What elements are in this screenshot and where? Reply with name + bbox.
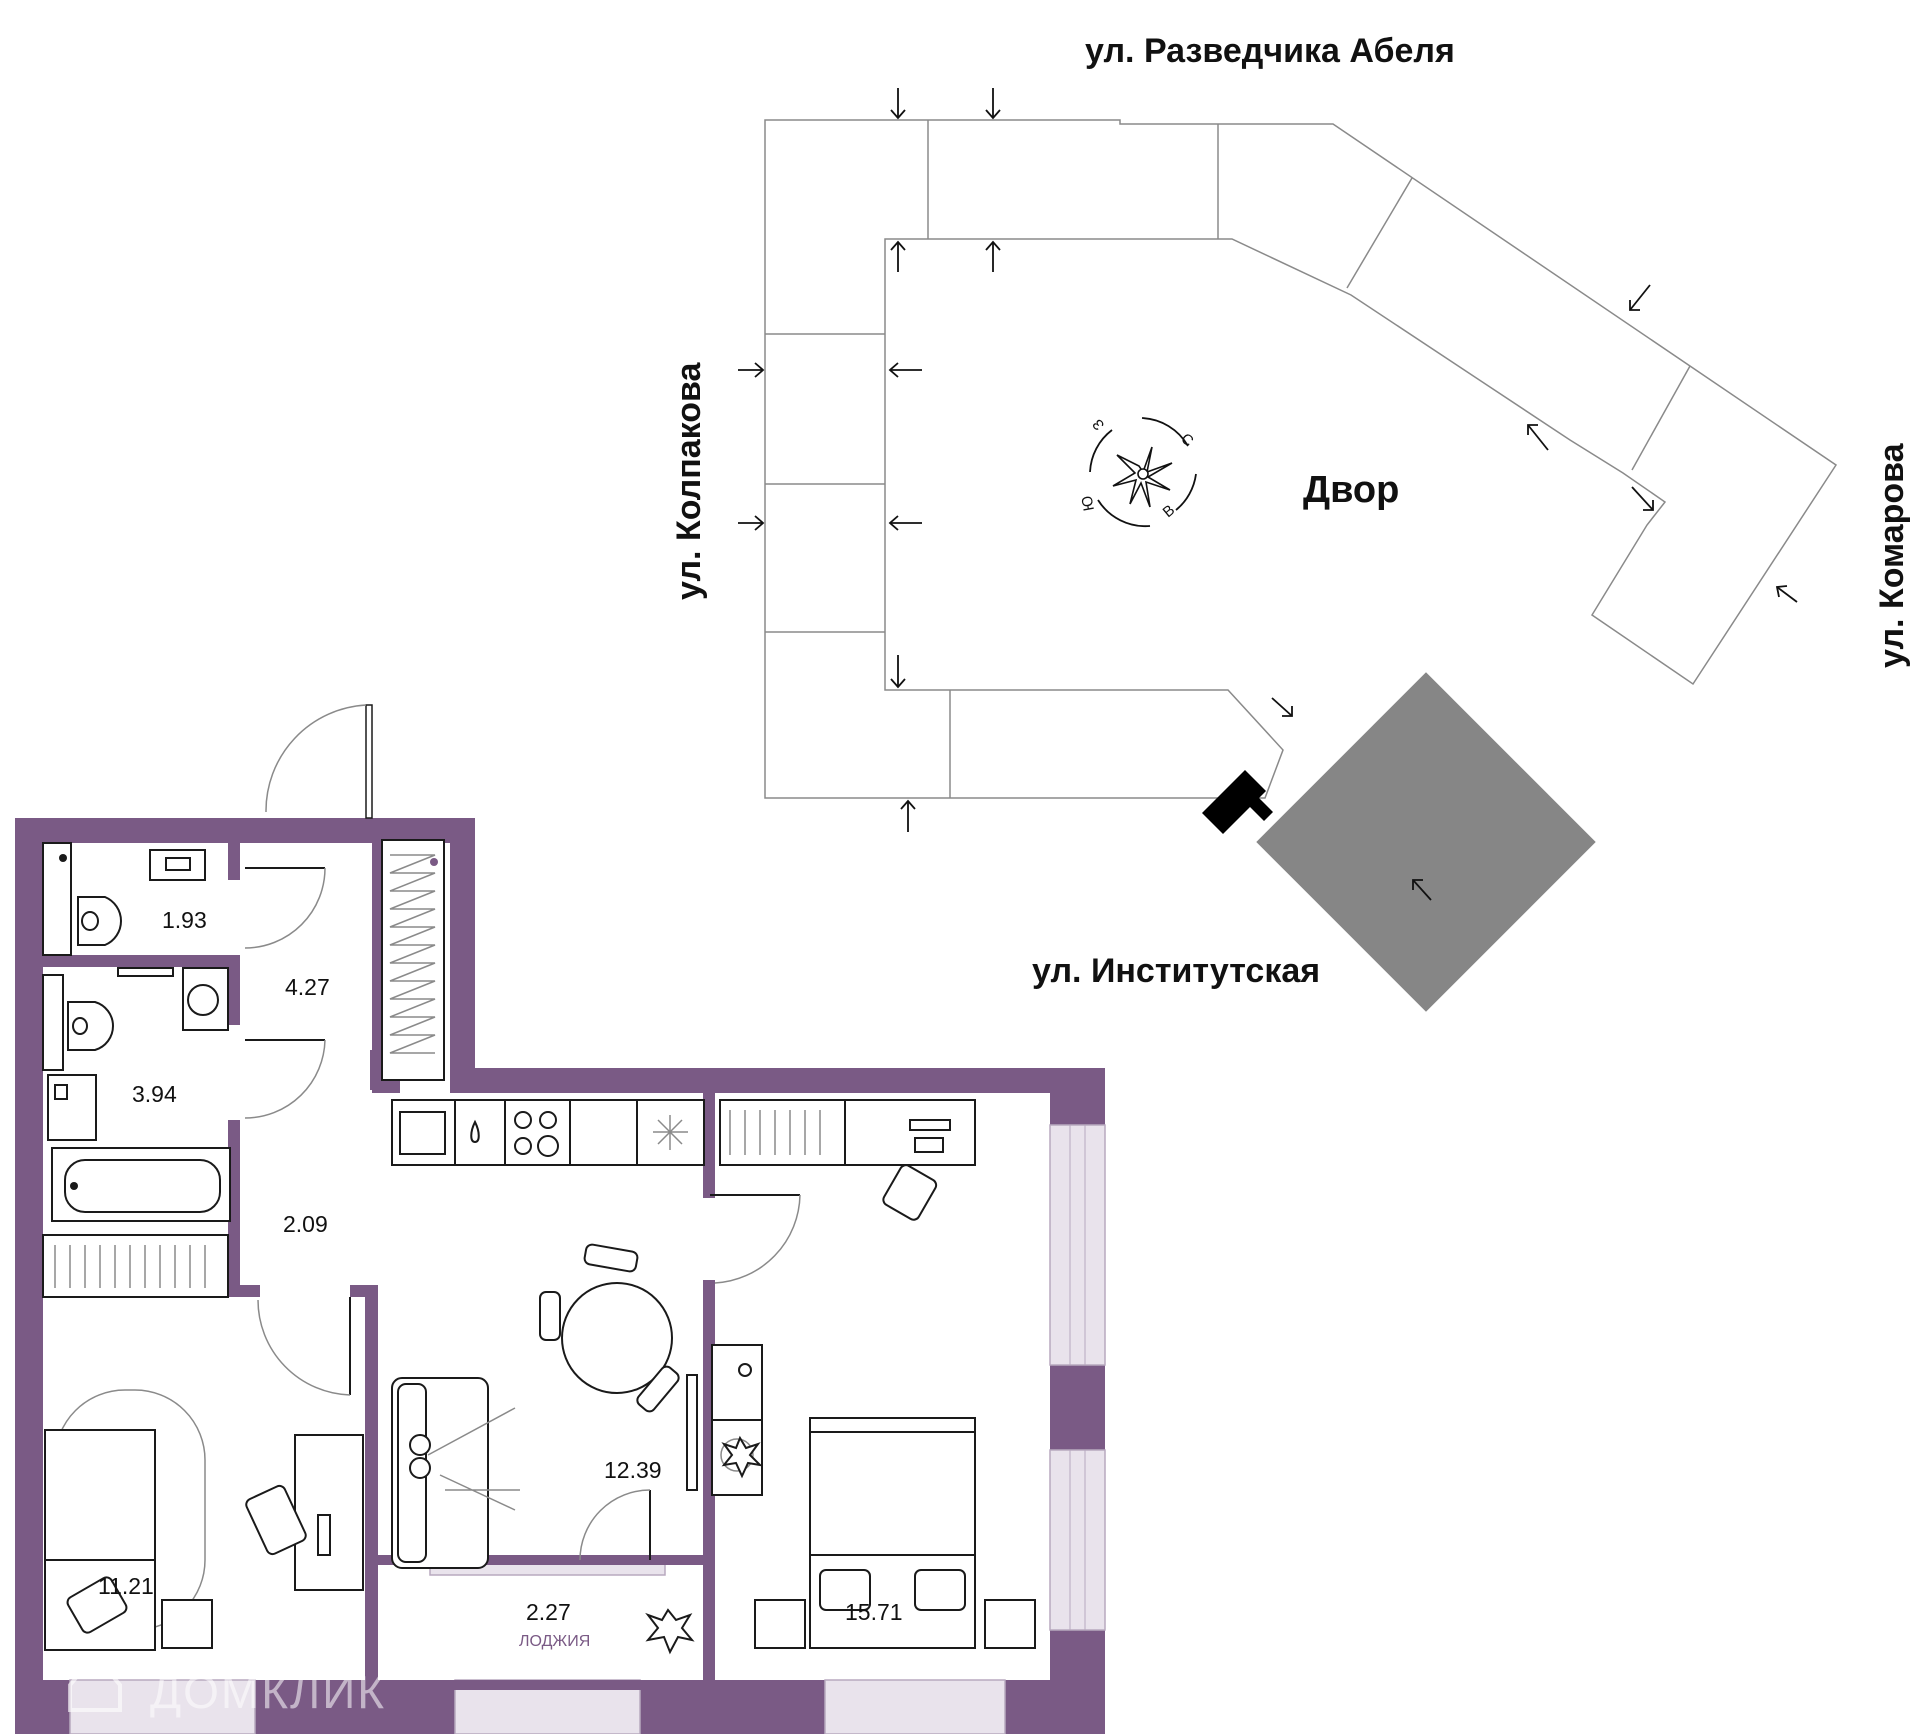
snowflake-icon <box>653 1115 688 1150</box>
entrance-arrow-icon <box>888 362 922 378</box>
street-label-bottom: ул. Институтская <box>1032 952 1320 990</box>
bathroom-fixtures <box>42 967 231 1222</box>
watermark-text: ДОМКЛИК <box>150 1666 386 1718</box>
entrance-arrow-icon <box>900 799 916 832</box>
entrance-arrow-icon <box>985 240 1001 272</box>
entrance-door[interactable] <box>265 704 373 819</box>
room-area-bathroom: 3.94 <box>132 1081 177 1107</box>
loggia-label: ЛОДЖИЯ <box>519 1633 590 1650</box>
living-sofa <box>391 1377 520 1569</box>
entrance-arrow-icon <box>1775 585 1798 603</box>
entrance-arrow-icon <box>738 362 765 378</box>
kitchen-fixtures <box>391 1099 705 1166</box>
entrance-arrow-icon <box>890 655 906 689</box>
entrance-arrow-icon <box>1271 697 1293 717</box>
wc-fixtures <box>42 842 206 956</box>
entrance-arrow-icon <box>985 88 1001 120</box>
street-label-top: ул. Разведчика Абеля <box>1085 32 1455 70</box>
street-label-left: ул. Колпакова <box>670 362 708 600</box>
dining-table <box>539 1243 680 1413</box>
entrance-arrows <box>738 88 1798 901</box>
room-area-hall: 4.27 <box>285 974 330 1000</box>
hallway-wardrobe <box>381 839 445 1081</box>
room-area-bedroom-right: 15.71 <box>845 1599 903 1625</box>
room-area-loggia: 2.27 <box>526 1599 571 1625</box>
room-plant-icon <box>721 1435 763 1479</box>
entrance-arrow-icon <box>738 515 765 531</box>
room-area-bedroom-left: 11.21 <box>98 1573 154 1599</box>
room-area-kitchen-living: 12.39 <box>604 1457 662 1483</box>
compass-west-letter: З <box>1089 415 1108 433</box>
entrance-arrow-icon <box>1629 284 1651 311</box>
compass-south-letter: Ю <box>1079 494 1098 512</box>
entrance-arrow-icon <box>888 515 922 531</box>
highlighted-building-section <box>1256 672 1596 1012</box>
yard-label: Двор <box>1303 469 1399 511</box>
compass-rose-icon: С В Ю З <box>1079 415 1197 528</box>
windows <box>69 1124 1106 1734</box>
entrance-arrow-icon <box>890 88 906 120</box>
loggia-plant-icon <box>645 1608 695 1655</box>
site-plan: ул. Разведчика Абеля ул. Колпакова ул. К… <box>670 32 1911 1012</box>
desk-left-bedroom <box>245 1434 364 1591</box>
tv-stand <box>686 1344 763 1496</box>
current-apartment-section <box>1202 770 1273 834</box>
floor-plan: 1.93 4.27 3.94 2.09 11.21 12.39 15.71 2.… <box>15 704 1106 1734</box>
compass-east-letter: В <box>1160 502 1179 521</box>
entrance-arrow-icon <box>1412 879 1432 901</box>
desk-top-right <box>719 1099 976 1221</box>
corridor-wardrobe <box>42 1234 229 1298</box>
room-area-corridor: 2.09 <box>283 1211 328 1237</box>
interior-doors[interactable] <box>244 867 801 1561</box>
residential-building-outline <box>764 119 1838 799</box>
entrance-arrow-icon <box>890 240 906 272</box>
domclick-watermark-logo: ДОМКЛИК <box>68 1651 386 1718</box>
single-bed <box>44 1389 213 1651</box>
entrance-arrow-icon <box>1631 486 1654 511</box>
building-section-dividers <box>765 120 1691 798</box>
room-area-wc: 1.93 <box>162 907 207 933</box>
entrance-arrow-icon <box>1527 424 1549 451</box>
street-label-right: ул. Комарова <box>1873 442 1911 668</box>
compass-north-letter: С <box>1177 430 1196 450</box>
double-bed <box>754 1417 1036 1649</box>
